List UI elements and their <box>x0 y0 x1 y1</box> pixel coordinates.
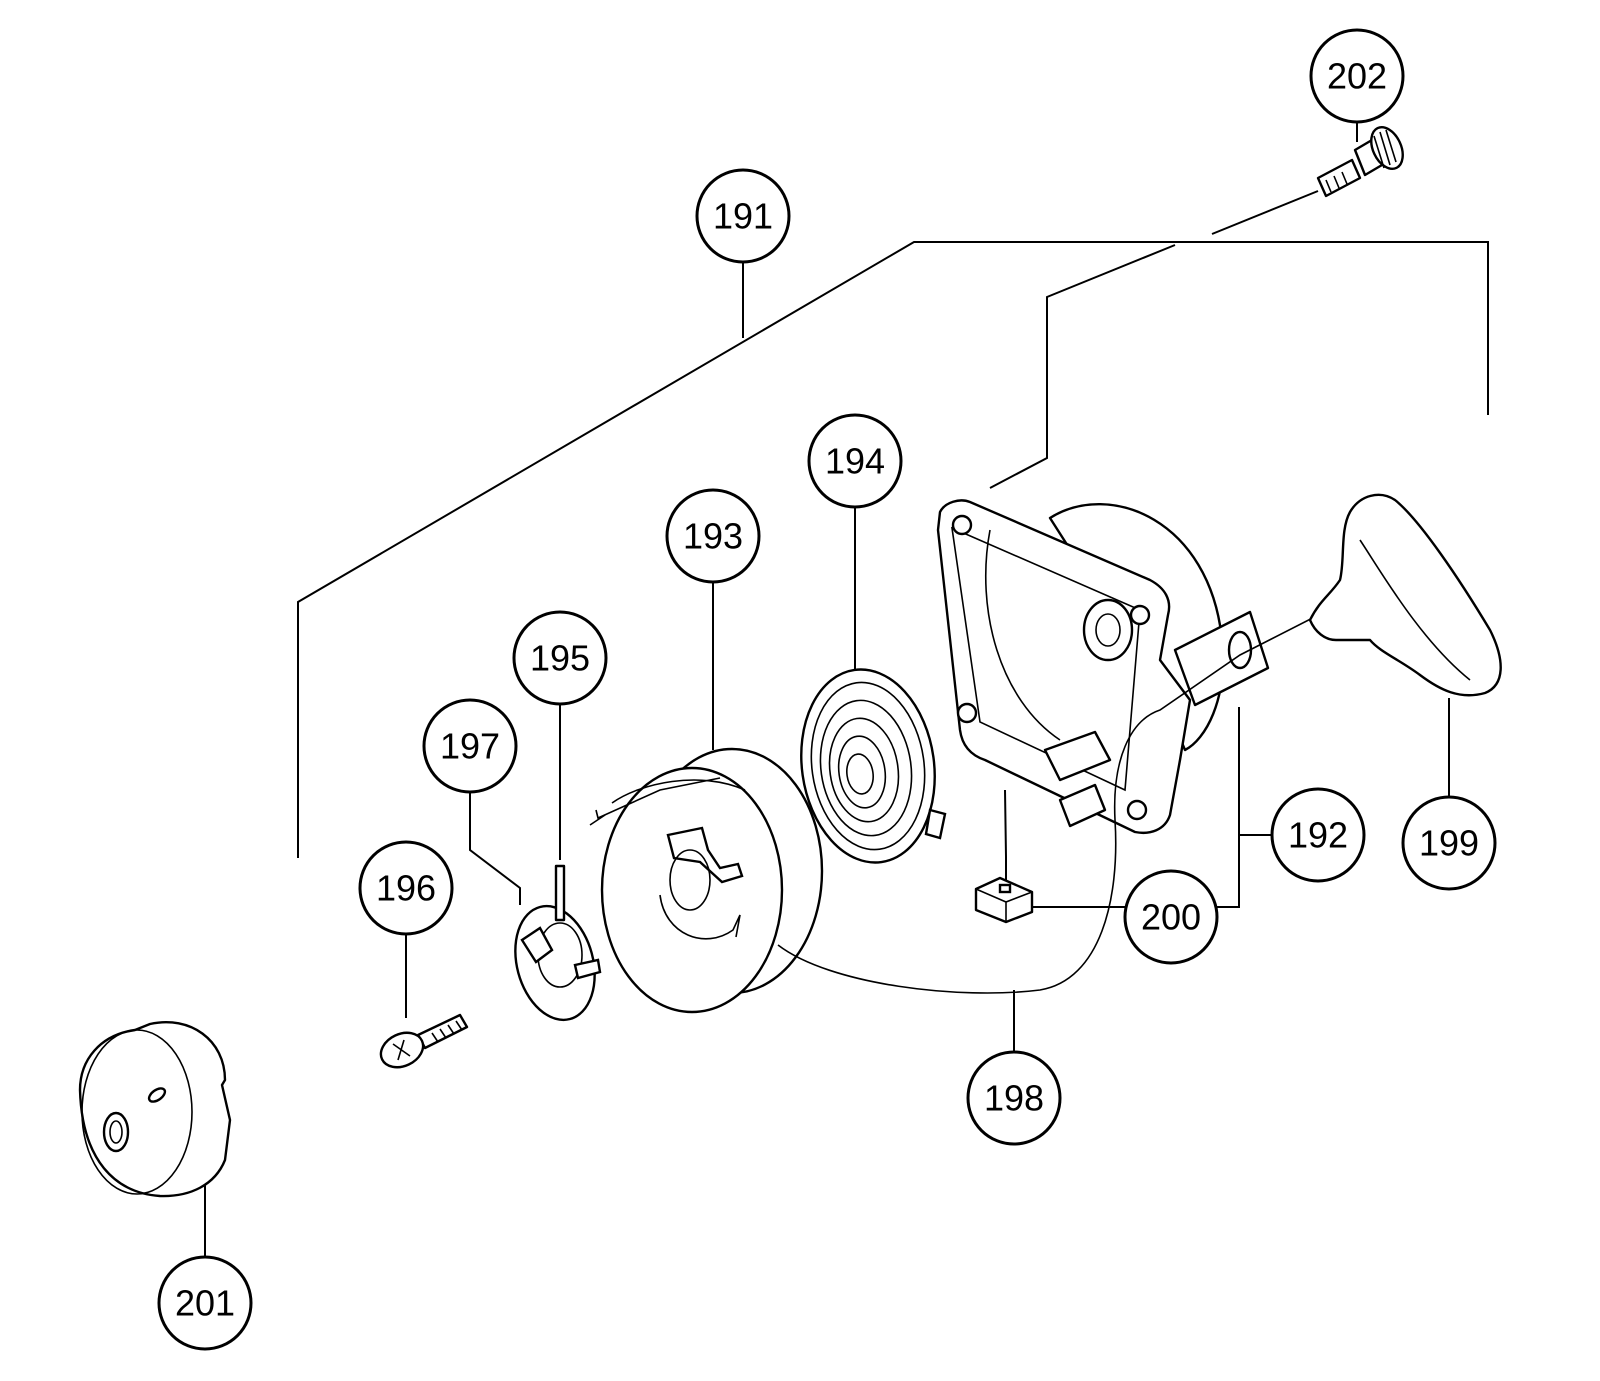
callout-193: 193 <box>665 488 761 584</box>
part-202-bolt <box>1316 126 1404 198</box>
part-195-spring <box>554 864 566 922</box>
callout-192-label: 192 <box>1288 815 1348 856</box>
callout-197: 197 <box>422 698 518 794</box>
callout-201: 201 <box>157 1255 253 1351</box>
leader-202-axis <box>1211 190 1319 235</box>
callout-192: 192 <box>1270 787 1366 883</box>
callout-196-label: 196 <box>376 868 436 909</box>
leader-lines <box>204 113 1489 1257</box>
callout-202-label: 202 <box>1327 56 1387 97</box>
part-201-hub <box>78 1021 232 1198</box>
part-196-screw <box>379 1013 469 1069</box>
callout-196: 196 <box>358 840 454 936</box>
callout-191: 191 <box>695 168 791 264</box>
callout-197-label: 197 <box>440 726 500 767</box>
part-198-rope <box>777 603 1341 994</box>
leader-197 <box>469 792 521 905</box>
callout-195-label: 195 <box>530 638 590 679</box>
callout-200-label: 200 <box>1141 897 1201 938</box>
part-194-recoil-spring <box>800 668 947 864</box>
callout-199: 199 <box>1401 795 1497 891</box>
callout-198: 198 <box>966 1050 1062 1146</box>
part-193-reel <box>589 747 824 1014</box>
callout-200: 200 <box>1123 869 1219 965</box>
callout-195: 195 <box>512 610 608 706</box>
callout-198-label: 198 <box>984 1078 1044 1119</box>
callout-194-label: 194 <box>825 441 885 482</box>
callout-199-label: 199 <box>1419 823 1479 864</box>
callout-191-label: 191 <box>713 196 773 237</box>
part-192-housing <box>936 499 1270 834</box>
part-197-ratchet <box>514 904 602 1022</box>
part-200-clip <box>974 876 1034 924</box>
callout-202: 202 <box>1309 28 1405 124</box>
part-199-handle <box>1308 493 1502 697</box>
bracket-191-inner <box>989 244 1176 489</box>
callout-194: 194 <box>807 413 903 509</box>
callout-193-label: 193 <box>683 516 743 557</box>
bracket-191 <box>297 241 1489 858</box>
callout-201-label: 201 <box>175 1283 235 1324</box>
